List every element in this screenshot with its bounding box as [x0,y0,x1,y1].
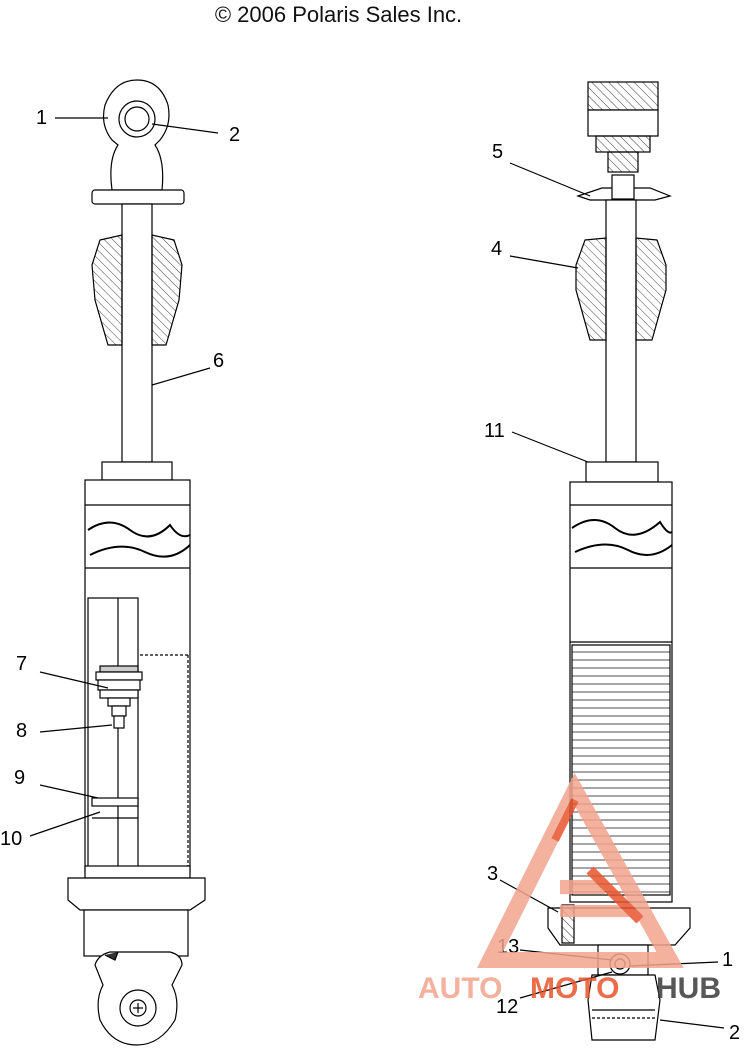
callout-left-6: 6 [213,350,224,372]
left-bottom-eyelet [94,951,183,1046]
left-top-eyelet [91,79,185,205]
right-bump-stop [575,237,667,341]
callout-right-5: 5 [492,141,503,163]
right-rod-nut [585,461,659,483]
callout-left-7: 7 [16,653,27,675]
left-shaft [121,203,153,463]
right-shock-assembly [499,81,725,1041]
callout-left-8: 8 [16,720,27,742]
callout-right-2: 2 [729,1022,740,1044]
callout-right-4: 4 [491,238,502,260]
watermark-text-left: AUTO [418,972,502,1005]
callout-left-9: 9 [14,767,25,789]
watermark-text-right: HUB [656,972,721,1005]
watermark-logo: AUTO MOTO HUB [418,772,721,1005]
left-spring-collar [67,877,206,911]
right-shaft [605,199,637,463]
left-floating-piston [91,797,139,807]
left-shock-assembly [29,79,219,1046]
right-threaded-body [571,644,671,896]
callout-right-3: 3 [487,863,498,885]
watermark-text-middle: MOTO [530,972,619,1005]
right-top-clevis [587,81,659,173]
callout-left-1: 1 [36,107,47,129]
copyright-text: © 2006 Polaris Sales Inc. [214,2,463,27]
left-bump-stop [91,234,183,346]
left-rod-nut [101,461,173,481]
callout-right-11: 11 [484,420,505,442]
watermark-triangle-icon [477,772,684,968]
left-cutaway [87,597,139,869]
callout-right-1: 1 [722,949,733,971]
left-piston-stack [95,665,143,729]
callout-left-10: 10 [0,828,22,850]
copyright-notice: © 2006 Polaris Sales Inc. [0,2,745,28]
callout-left-2: 2 [229,124,240,146]
callout-right-12: 12 [496,996,518,1018]
